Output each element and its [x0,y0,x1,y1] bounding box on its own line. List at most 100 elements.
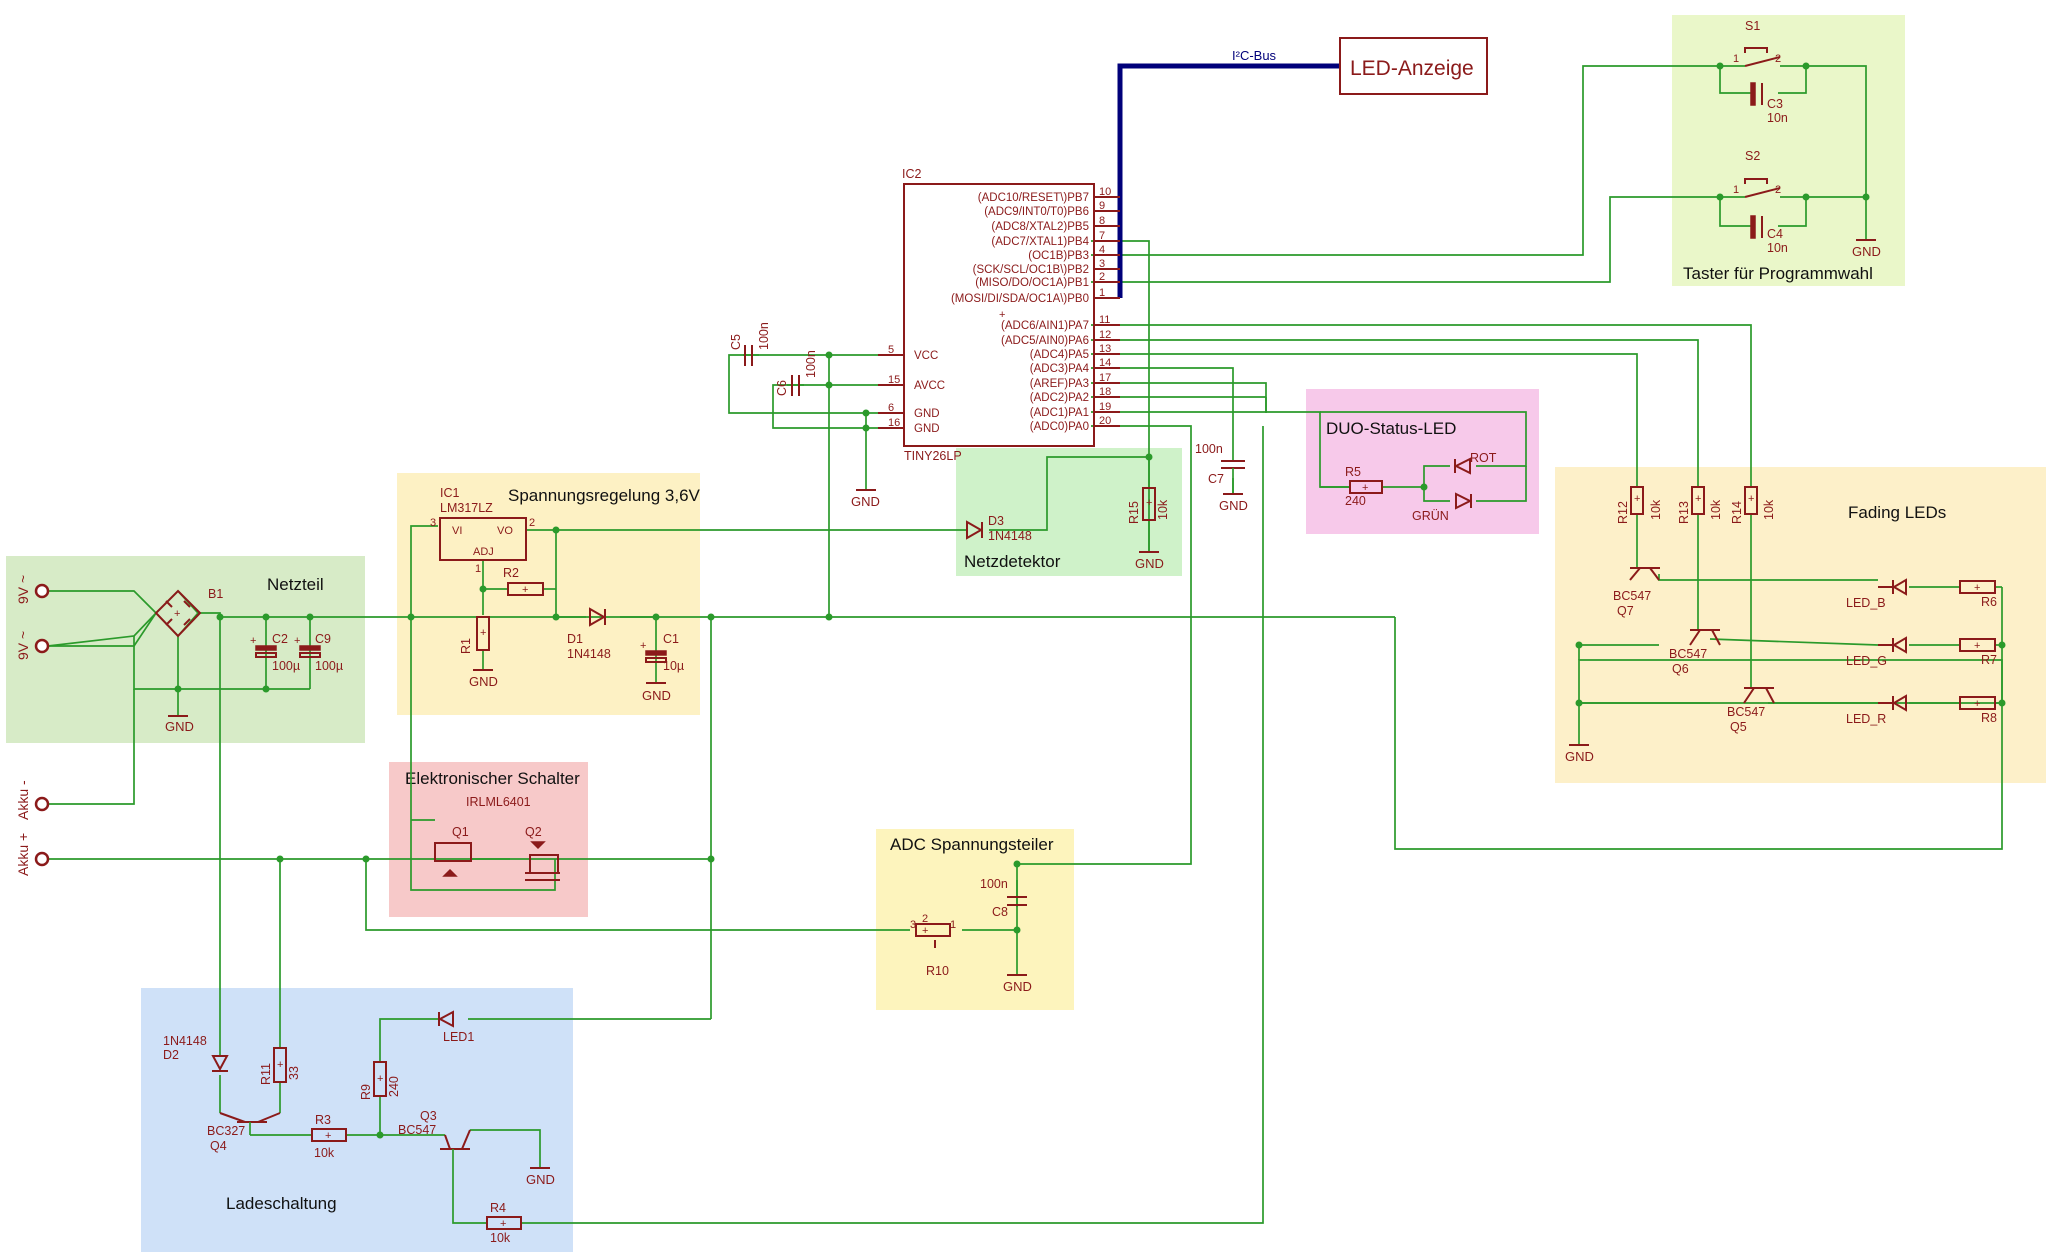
svg-text:100µ: 100µ [272,659,300,673]
svg-text:+: + [277,1059,283,1071]
ic2-pin-name: (MOSI/DI/SDA/OC1A\)PB0 [951,293,1089,305]
svg-text:1N4148: 1N4148 [988,529,1032,543]
diode-d3: D3 1N4148 [966,514,1032,543]
ic2-pin-name: (SCK/SCL/OC1B\)PB2 [973,264,1089,276]
ic2-pin-name: (ADC0)PA0 [1030,421,1089,433]
ic2-pin-number: 16 [888,417,900,429]
svg-text:2: 2 [922,913,928,925]
resistor-r2: + R2 [503,566,544,596]
ac-input-2-label: 9V ~ [15,631,31,660]
svg-text:GRÜN: GRÜN [1412,509,1449,523]
i2c-bus-label: I²C-Bus [1232,48,1277,63]
ic2-pin-name: (ADC5/AIN0)PA6 [1001,335,1089,347]
ic2-pin-name: GND [914,423,940,435]
svg-text:10k: 10k [314,1146,335,1160]
svg-text:33: 33 [287,1066,301,1080]
svg-text:1: 1 [950,919,956,931]
ic2-pin-name: (ADC2)PA2 [1030,392,1089,404]
svg-text:R10: R10 [926,964,949,978]
capacitor-c9: + C9 100µ [294,632,343,673]
svg-text:GND: GND [165,719,194,734]
ic2-pin-number: 5 [888,344,894,356]
group-netzdetektor [956,448,1182,576]
resistor-r14: + R14 10k [1730,486,1776,524]
svg-text:100n: 100n [980,877,1008,891]
svg-text:VI: VI [452,525,462,537]
title-fading: Fading LEDs [1848,503,1946,522]
ic2-pin-name: (ADC1)PA1 [1030,407,1089,419]
title-adc: ADC Spannungsteiler [890,835,1054,854]
ic2-plus-mark: + [999,309,1005,321]
group-duo [1306,389,1539,534]
ic2-pin-name: VCC [914,350,938,362]
capacitor-c7: 100n C7 [1195,442,1245,494]
svg-text:10k: 10k [490,1231,511,1245]
svg-text:GND: GND [1003,979,1032,994]
resistor-r4: + R4 10k [486,1201,522,1245]
ic2-pin-name: GND [914,408,940,420]
ic2-pin-number: 4 [1099,244,1105,256]
ic2-pin-number: 9 [1099,200,1105,212]
svg-text:10k: 10k [1709,499,1723,520]
svg-text:R14: R14 [1730,501,1744,524]
group-spannungsregelung [397,473,700,715]
svg-text:GND: GND [526,1172,555,1187]
svg-text:+: + [174,608,180,620]
group-schalter [389,762,588,917]
svg-text:C6: C6 [775,380,789,396]
svg-text:GND: GND [1565,749,1594,764]
ic1-lm317: IC1 LM317LZ VI VO ADJ 3 2 1 [430,486,535,575]
svg-text:R7: R7 [1981,653,1997,667]
capacitor-c6: C6 100n [775,350,818,396]
svg-text:+: + [1974,698,1980,710]
svg-text:+: + [377,1073,383,1085]
capacitor-c8: 100n C8 [980,877,1027,919]
svg-text:R6: R6 [1981,595,1997,609]
svg-text:R13: R13 [1677,501,1691,524]
svg-text:GND: GND [469,674,498,689]
svg-text:ROT: ROT [1470,451,1497,465]
diode-d1: D1 1N4148 [567,607,611,661]
svg-text:GND: GND [642,688,671,703]
ic2-pin-number: 19 [1099,401,1111,413]
svg-text:Q1: Q1 [452,825,469,839]
svg-text:3: 3 [430,517,436,529]
svg-text:R15: R15 [1127,501,1141,524]
ic2-pin-number: 17 [1099,372,1111,384]
input-terminals: 9V ~ 9V ~ Akku - Akku + [15,575,50,876]
ic2-name: IC2 [902,167,922,181]
svg-text:3: 3 [910,919,916,931]
svg-text:BC327: BC327 [207,1124,245,1138]
led-r: LED_R [1846,694,1907,726]
led-anzeige-box [1339,37,1488,95]
title-taster: Taster für Programmwahl [1683,264,1873,283]
i2c-bus [1117,63,1340,298]
transistor-q5: BC547 Q5 [1727,687,1775,734]
svg-text:+: + [1146,497,1152,509]
diode-d2: 1N4148 D2 [163,1034,229,1072]
switch-s2: S2 1 2 [1720,149,1806,198]
svg-text:1: 1 [1733,53,1739,65]
svg-text:ADJ: ADJ [473,546,494,558]
svg-text:10n: 10n [1767,111,1788,125]
svg-text:+: + [922,925,928,937]
svg-text:C8: C8 [992,905,1008,919]
svg-text:R4: R4 [490,1201,506,1215]
svg-text:C9: C9 [315,632,331,646]
led1: LED1 [437,1010,474,1044]
ic2-pin-number: 15 [888,374,900,386]
svg-text:R8: R8 [1981,711,1997,725]
resistor-r7: + R7 [1959,638,1997,667]
title-spannungsregelung: Spannungsregelung 3,6V [508,486,701,505]
svg-text:R11: R11 [259,1063,273,1085]
svg-text:R5: R5 [1345,465,1361,479]
svg-text:C4: C4 [1767,227,1783,241]
ic2-pin-number: 13 [1099,343,1111,355]
svg-text:+: + [1974,640,1980,652]
led-g: LED_G [1846,636,1907,668]
svg-text:2: 2 [1775,53,1781,65]
svg-text:R1: R1 [459,638,473,654]
title-ladeschaltung: Ladeschaltung [226,1194,337,1213]
resistor-r3: + R3 10k [311,1113,347,1160]
ic2-pin-name: (AREF)PA3 [1030,378,1089,390]
